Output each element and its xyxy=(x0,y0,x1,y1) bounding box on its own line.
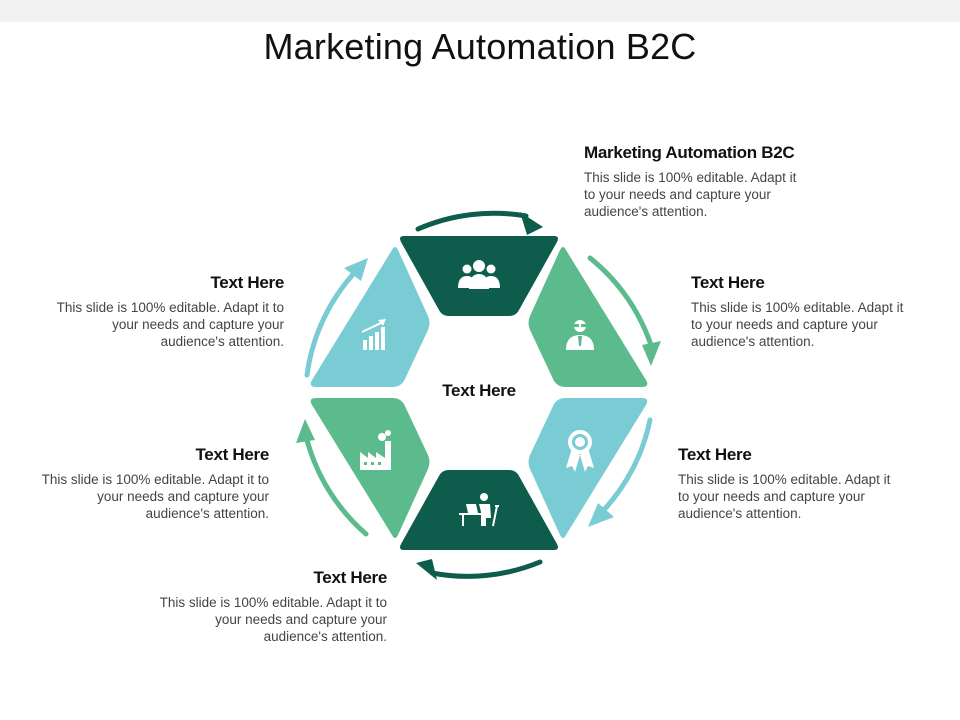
segment-top-right xyxy=(528,247,648,387)
text-block-heading: Text Here xyxy=(195,445,269,464)
segment-shape xyxy=(528,247,648,387)
text-block-bottom-right: Text Here This slide is 100% editable. A… xyxy=(678,445,908,522)
segment-top xyxy=(400,236,558,316)
text-block-top-left: Text Here This slide is 100% editable. A… xyxy=(54,273,285,350)
segment-shape xyxy=(400,470,558,550)
text-block-top: Marketing Automation B2C This slide is 1… xyxy=(584,143,834,220)
text-block-heading: Text Here xyxy=(691,273,765,292)
cycle-arrows xyxy=(296,210,661,580)
cycle-arrow-bottom xyxy=(416,559,543,580)
center-label: Text Here xyxy=(442,381,516,400)
text-block-bottom-left: Text Here This slide is 100% editable. A… xyxy=(39,445,270,522)
text-block-body: This slide is 100% editable. Adapt it to… xyxy=(678,472,891,521)
person-at-desk-icon xyxy=(459,493,499,527)
cycle-arrow-top xyxy=(415,210,543,235)
text-block-heading: Marketing Automation B2C xyxy=(584,143,795,162)
segment-shape xyxy=(310,247,430,387)
cycle-arrow-top-left xyxy=(304,258,368,378)
segment-top-left xyxy=(310,247,430,387)
segment-shape xyxy=(528,398,648,538)
text-block-body: This slide is 100% editable. Adapt it to… xyxy=(41,472,269,521)
text-block-body: This slide is 100% editable. Adapt it to… xyxy=(691,300,904,349)
text-block-top-right: Text Here This slide is 100% editable. A… xyxy=(691,273,921,350)
factory-icon xyxy=(360,430,391,470)
cycle-arrow-top-right xyxy=(587,255,661,366)
cycle-arrow-bottom-left xyxy=(296,419,369,537)
text-block-heading: Text Here xyxy=(313,568,387,587)
text-block-heading: Text Here xyxy=(210,273,284,292)
top-bar xyxy=(0,0,960,22)
text-block-body: This slide is 100% editable. Adapt it to… xyxy=(584,170,797,219)
text-block-body: This slide is 100% editable. Adapt it to… xyxy=(159,595,387,644)
slide-title: Marketing Automation B2C xyxy=(263,26,697,67)
segment-bottom-right xyxy=(528,398,648,538)
text-block-heading: Text Here xyxy=(678,445,752,464)
segment-bottom-left xyxy=(310,398,430,538)
segment-bottom xyxy=(400,470,558,550)
award-badge-icon xyxy=(566,430,594,472)
text-block-body: This slide is 100% editable. Adapt it to… xyxy=(56,300,284,349)
growth-chart-icon xyxy=(361,319,386,350)
text-block-bottom: Text Here This slide is 100% editable. A… xyxy=(157,568,388,645)
businessman-icon xyxy=(566,320,594,350)
cycle-arrow-bottom-right xyxy=(588,417,653,527)
users-group-icon xyxy=(458,260,500,289)
